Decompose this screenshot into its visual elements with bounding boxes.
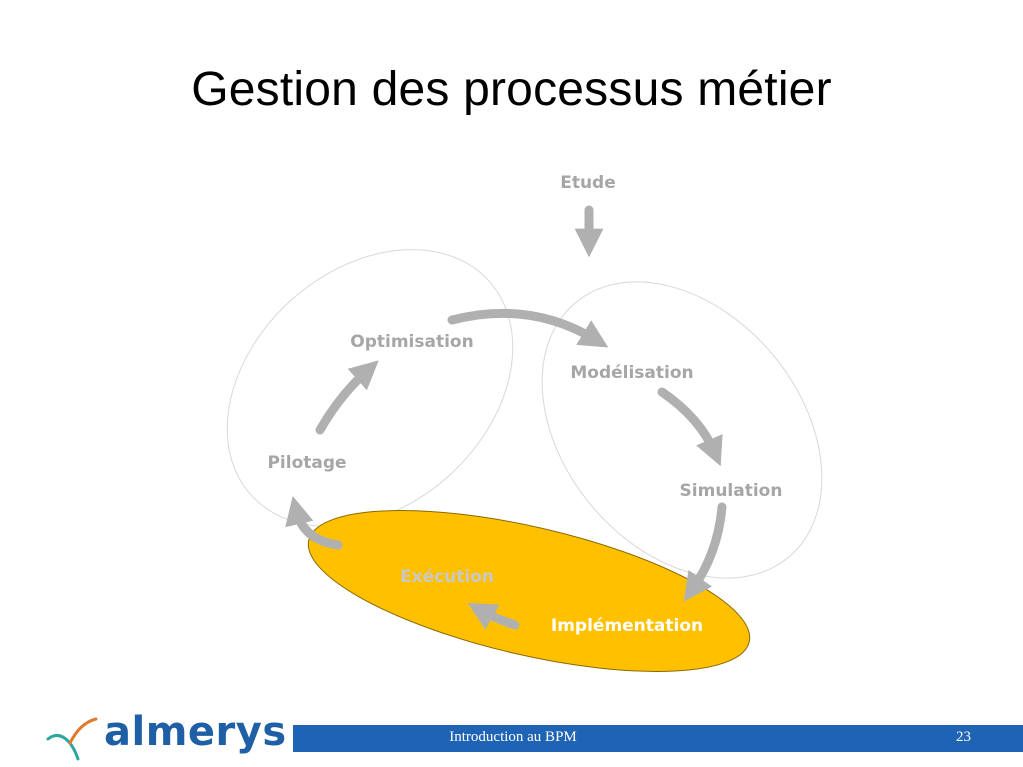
slide-title: Gestion des processus métier [191, 63, 832, 116]
slide-footer: almerys Introduction au BPM 23 [0, 705, 1023, 767]
footer-bar: Introduction au BPM 23 [293, 725, 1023, 752]
stage-label-optimisation: Optimisation [350, 332, 473, 352]
arrow-optimisation-to-modelisation [447, 308, 609, 348]
stage-label-implementation: Implémentation [551, 616, 703, 636]
page-number: 23 [956, 729, 971, 745]
implementation-highlight-ellipse [307, 510, 751, 672]
brand-logo: almerys [44, 709, 294, 761]
stage-label-simulation: Simulation [680, 481, 783, 501]
stage-label-etude: Etude [560, 173, 616, 193]
arrow-execution-to-pilotage [285, 495, 343, 550]
arrow-simulation-to-implementation [683, 502, 727, 602]
brand-swoosh-icon [46, 717, 98, 761]
modelisation-group-ellipse [541, 281, 823, 579]
brand-name: almerys [104, 709, 287, 755]
footer-text: Introduction au BPM [449, 729, 577, 745]
optimisation-group-ellipse [226, 249, 514, 527]
stage-label-execution: Exécution [400, 567, 494, 587]
stage-label-pilotage: Pilotage [267, 453, 346, 473]
bpm-cycle-diagram: Etude Optimisation Modélisation Pilotage… [226, 173, 823, 672]
arrow-pilotage-to-optimisation [315, 360, 379, 435]
arrow-implementation-to-execution [467, 602, 520, 630]
stage-label-modelisation: Modélisation [570, 363, 693, 383]
arrow-modelisation-to-simulation [657, 387, 723, 467]
